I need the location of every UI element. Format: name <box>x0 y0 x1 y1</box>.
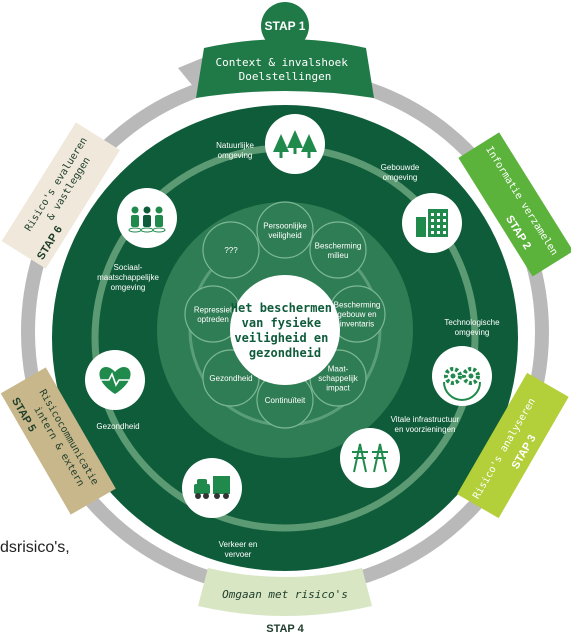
vehicles-icon <box>194 476 230 499</box>
outer-item-label-line: Natuurlijke <box>216 141 254 150</box>
step-1-text: Context & invalshoek Doelstellingen <box>215 56 354 83</box>
power-pylons-icon <box>352 443 388 473</box>
heart-pulse-icon <box>99 367 131 394</box>
inner-item-label-line: milieu <box>328 251 349 260</box>
inner-item-8: ??? <box>202 221 260 279</box>
inner-item-label-line: Continuïteit <box>265 396 306 405</box>
step-2-band <box>458 132 571 277</box>
outer-item-label-line: Verkeer en <box>219 540 258 549</box>
inner-item-label: Gezondheid <box>209 374 252 383</box>
center-line-1: Het beschermen <box>231 301 332 315</box>
gears-icon <box>443 367 481 401</box>
outer-item-label-line: Technologische <box>444 318 500 327</box>
step-4-label: STAP 4 <box>266 623 304 635</box>
inner-item-label-line: impact <box>326 384 350 393</box>
inner-item-circle <box>202 221 260 279</box>
step-6-band <box>1 122 120 269</box>
step-1-text-line-2: Doelstellingen <box>239 70 332 83</box>
inner-item-label: ??? <box>224 246 238 255</box>
outer-item-label-line: omgeving <box>383 173 418 182</box>
inner-item-label: Continuïteit <box>265 396 306 405</box>
inner-item-label-line: Gezondheid <box>209 374 252 383</box>
inner-item-label-line: ??? <box>224 246 238 255</box>
trees-icon <box>273 130 317 158</box>
outer-item-label-line: omgeving <box>111 283 146 292</box>
outer-item-circle <box>340 428 400 488</box>
inner-item-circle <box>309 221 367 279</box>
step-1: STAP 1 Context & invalshoek Doelstelling… <box>196 2 374 98</box>
inner-item-label-line: Persoonlijke <box>263 221 307 230</box>
center-circle <box>230 275 340 385</box>
outer-item-label-line: omgeving <box>218 151 253 160</box>
inner-item-5: Continuïteit <box>256 371 314 429</box>
center-line-2: van fysieke <box>242 316 321 330</box>
inner-item-label-line: inventaris <box>340 320 374 329</box>
outer-item-label-line: omgeving <box>455 328 490 337</box>
inner-item-label-line: veiligheid <box>268 231 301 240</box>
inner-item-label-line: gebouw en <box>337 310 376 319</box>
step-4-band <box>198 568 372 616</box>
inner-item-circle <box>256 201 314 259</box>
inner-item-label-line: optreden <box>197 315 229 324</box>
outer-item-label-line: vervoer <box>225 550 252 559</box>
outer-item-label-line: Gebouwde <box>381 163 420 172</box>
center-line-4: gezondheid <box>249 346 321 360</box>
inner-item-label-line: Maat- <box>328 365 349 374</box>
inner-item-label-line: Bescherming <box>334 301 381 310</box>
step-1-label: STAP 1 <box>265 19 306 33</box>
step-1-band <box>196 39 374 98</box>
outer-item-label-line: maatschappelijke <box>97 273 159 282</box>
outer-item-label-line: Gezondheid <box>96 422 139 431</box>
outer-item-label-line: en voorzieningen <box>395 425 456 434</box>
step-4-text: Omgaan met risico's <box>222 588 348 601</box>
step-3-band <box>457 372 569 519</box>
outer-item-label: Gezondheid <box>96 422 139 431</box>
people-icon <box>128 206 166 233</box>
partial-side-text: dsrisico's, <box>0 539 70 556</box>
step-1-text-line-1: Context & invalshoek <box>215 56 348 69</box>
center-text: Het beschermen van fysieke veiligheid en… <box>231 301 339 360</box>
outer-item-label-line: Vitale infrastructuur <box>391 415 460 424</box>
inner-item-label-line: schappelijk <box>318 374 359 383</box>
outer-item-6: Gezondheid <box>85 350 145 431</box>
inner-item-label-line: Repressief <box>194 305 233 314</box>
outer-item-label-line: Sociaal- <box>114 263 143 272</box>
step-4: Omgaan met risico's STAP 4 <box>198 568 372 635</box>
step-5-band <box>0 367 116 515</box>
inner-item-label-line: Bescherming <box>315 241 362 250</box>
step-1-badge <box>261 2 309 50</box>
center-line-3: veiligheid en <box>234 331 328 345</box>
outer-item-circle <box>182 458 242 518</box>
buildings-icon <box>416 209 448 237</box>
